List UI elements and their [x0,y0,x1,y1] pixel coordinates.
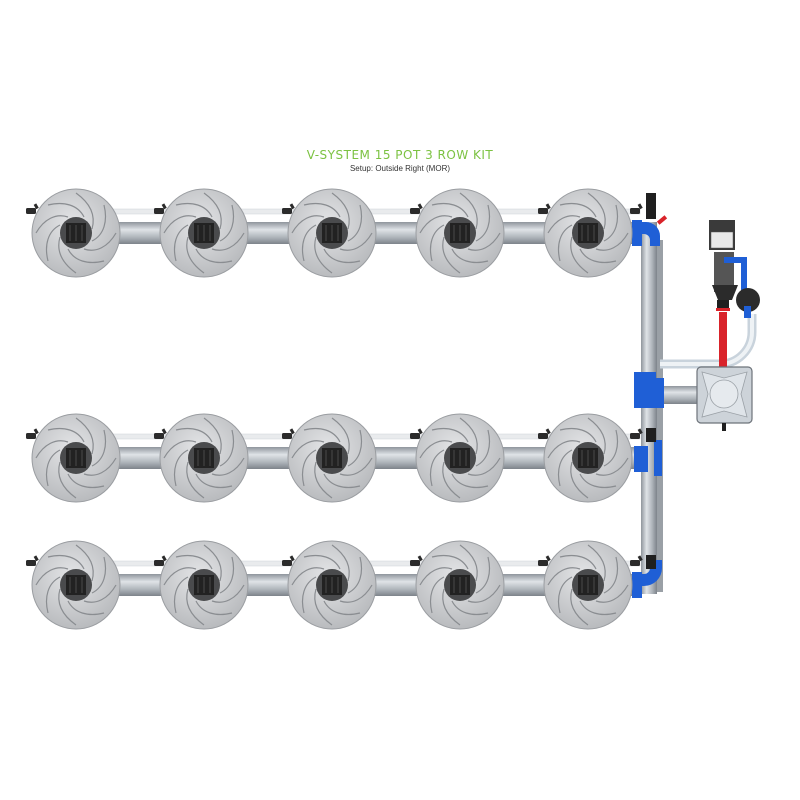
pot-r3-2 [159,540,249,630]
feed-pipe [660,312,757,404]
pot-r3-3 [287,540,377,630]
reservoir-tank [696,366,753,431]
pump-controller [709,220,760,318]
pot-r2-2 [159,413,249,503]
pot-r1-3 [287,188,377,278]
vertical-manifold [632,193,668,598]
pot-r1-5 [543,188,633,278]
pot-r2-3 [287,413,377,503]
pot-r1-4 [415,188,505,278]
pot-r3-4 [415,540,505,630]
pot-r3-1 [31,540,121,630]
row-1 [26,188,643,278]
pot-r2-4 [415,413,505,503]
kit-title: V-SYSTEM 15 POT 3 ROW KIT [306,148,494,162]
pot-r1-2 [159,188,249,278]
pot-r3-5 [543,540,633,630]
setup-subtitle: Setup: Outside Right (MOR) [349,164,451,173]
pot-r1-1 [31,188,121,278]
row-3 [26,540,643,630]
pot-r2-1 [31,413,121,503]
row-2 [26,413,643,503]
pot-r2-5 [543,413,633,503]
